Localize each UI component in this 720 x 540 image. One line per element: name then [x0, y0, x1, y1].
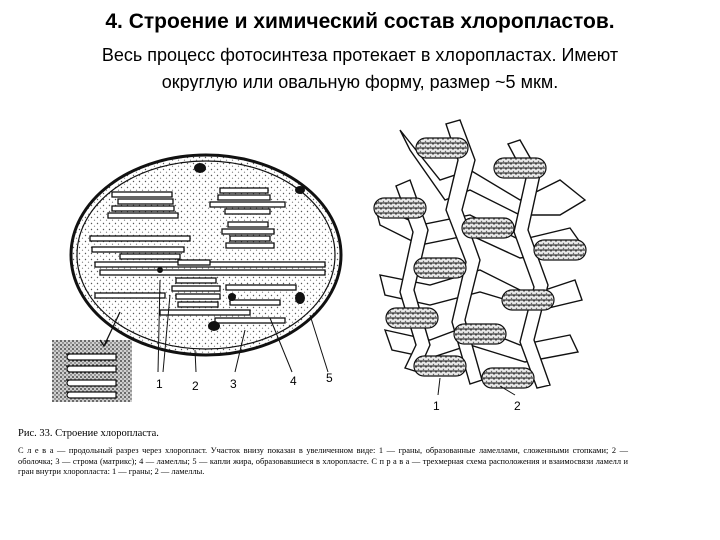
left-label-4: 4 — [290, 374, 297, 388]
chloroplast-section: 1 2 3 4 5 — [52, 155, 341, 402]
right-label-1: 1 — [433, 399, 440, 413]
figure-caption-title: Рис. 33. Строение хлоропласта. — [18, 428, 159, 439]
left-labels: 1 2 3 4 5 — [156, 371, 333, 393]
left-label-5: 5 — [326, 371, 333, 385]
figure-caption-body: С л е в а — продольный разрез через хлор… — [18, 446, 628, 478]
left-label-2: 2 — [192, 379, 199, 393]
left-label-1: 1 — [156, 377, 163, 391]
right-labels: 1 2 — [433, 399, 521, 413]
left-label-3: 3 — [230, 377, 237, 391]
lamellae-3d-scheme: 1 2 — [374, 120, 586, 413]
right-label-2: 2 — [514, 399, 521, 413]
